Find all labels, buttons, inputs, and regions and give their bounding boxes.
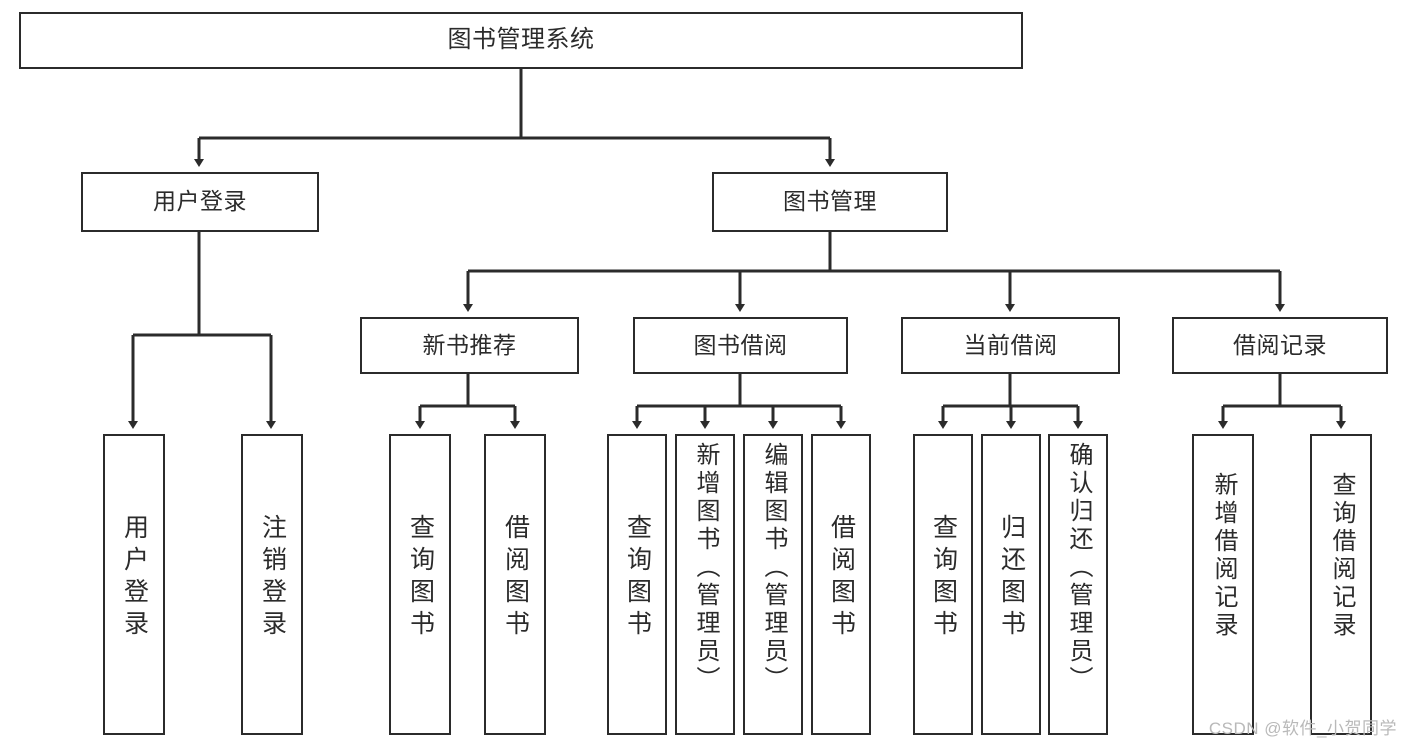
node-root[interactable]: 图书管理系统 [19, 12, 1023, 69]
node-leaf-add-book-admin[interactable]: 新增图书（管理员） [675, 434, 735, 735]
node-book-manage-label: 图书管理 [783, 188, 877, 215]
node-leaf-return-book-label: 归还图书 [997, 514, 1026, 642]
node-user-login[interactable]: 用户登录 [81, 172, 319, 232]
node-book-borrow[interactable]: 图书借阅 [633, 317, 848, 374]
node-root-label: 图书管理系统 [447, 26, 595, 54]
node-leaf-user-login[interactable]: 用户登录 [103, 434, 165, 735]
node-leaf-add-book-admin-label: 新增图书（管理员） [692, 442, 719, 694]
node-leaf-logout-login[interactable]: 注销登录 [241, 434, 303, 735]
node-leaf-logout-login-label: 注销登录 [258, 514, 287, 642]
node-leaf-query-borrow-record-label: 查询借阅记录 [1328, 472, 1355, 640]
node-new-book-recommend[interactable]: 新书推荐 [360, 317, 579, 374]
node-leaf-borrow-book-2[interactable]: 借阅图书 [811, 434, 871, 735]
node-leaf-add-borrow-record[interactable]: 新增借阅记录 [1192, 434, 1254, 735]
node-leaf-add-borrow-record-label: 新增借阅记录 [1210, 472, 1237, 640]
node-leaf-borrow-book-2-label: 借阅图书 [827, 514, 856, 642]
node-leaf-borrow-book-1[interactable]: 借阅图书 [484, 434, 546, 735]
node-leaf-borrow-book-1-label: 借阅图书 [501, 514, 530, 642]
node-leaf-edit-book-admin-label: 编辑图书（管理员） [760, 442, 787, 694]
node-leaf-query-book-1[interactable]: 查询图书 [389, 434, 451, 735]
node-leaf-edit-book-admin[interactable]: 编辑图书（管理员） [743, 434, 803, 735]
node-leaf-query-book-2[interactable]: 查询图书 [607, 434, 667, 735]
node-current-borrow[interactable]: 当前借阅 [901, 317, 1120, 374]
node-leaf-confirm-return-admin-label: 确认归还（管理员） [1065, 442, 1092, 694]
node-borrow-record-label: 借阅记录 [1233, 331, 1327, 358]
node-leaf-return-book[interactable]: 归还图书 [981, 434, 1041, 735]
node-borrow-record[interactable]: 借阅记录 [1172, 317, 1388, 374]
node-user-login-label: 用户登录 [153, 188, 247, 215]
node-leaf-query-book-3-label: 查询图书 [929, 514, 958, 642]
node-leaf-query-book-1-label: 查询图书 [406, 514, 435, 642]
watermark: CSDN @软件_小贺同学 [1208, 719, 1397, 738]
node-new-book-recommend-label: 新书推荐 [422, 331, 517, 358]
node-leaf-query-book-2-label: 查询图书 [623, 514, 652, 642]
node-leaf-user-login-label: 用户登录 [120, 514, 149, 642]
node-leaf-query-book-3[interactable]: 查询图书 [913, 434, 973, 735]
node-book-manage[interactable]: 图书管理 [712, 172, 948, 232]
node-current-borrow-label: 当前借阅 [963, 331, 1058, 358]
node-book-borrow-label: 图书借阅 [693, 331, 788, 358]
node-leaf-query-borrow-record[interactable]: 查询借阅记录 [1310, 434, 1372, 735]
node-leaf-confirm-return-admin[interactable]: 确认归还（管理员） [1048, 434, 1108, 735]
